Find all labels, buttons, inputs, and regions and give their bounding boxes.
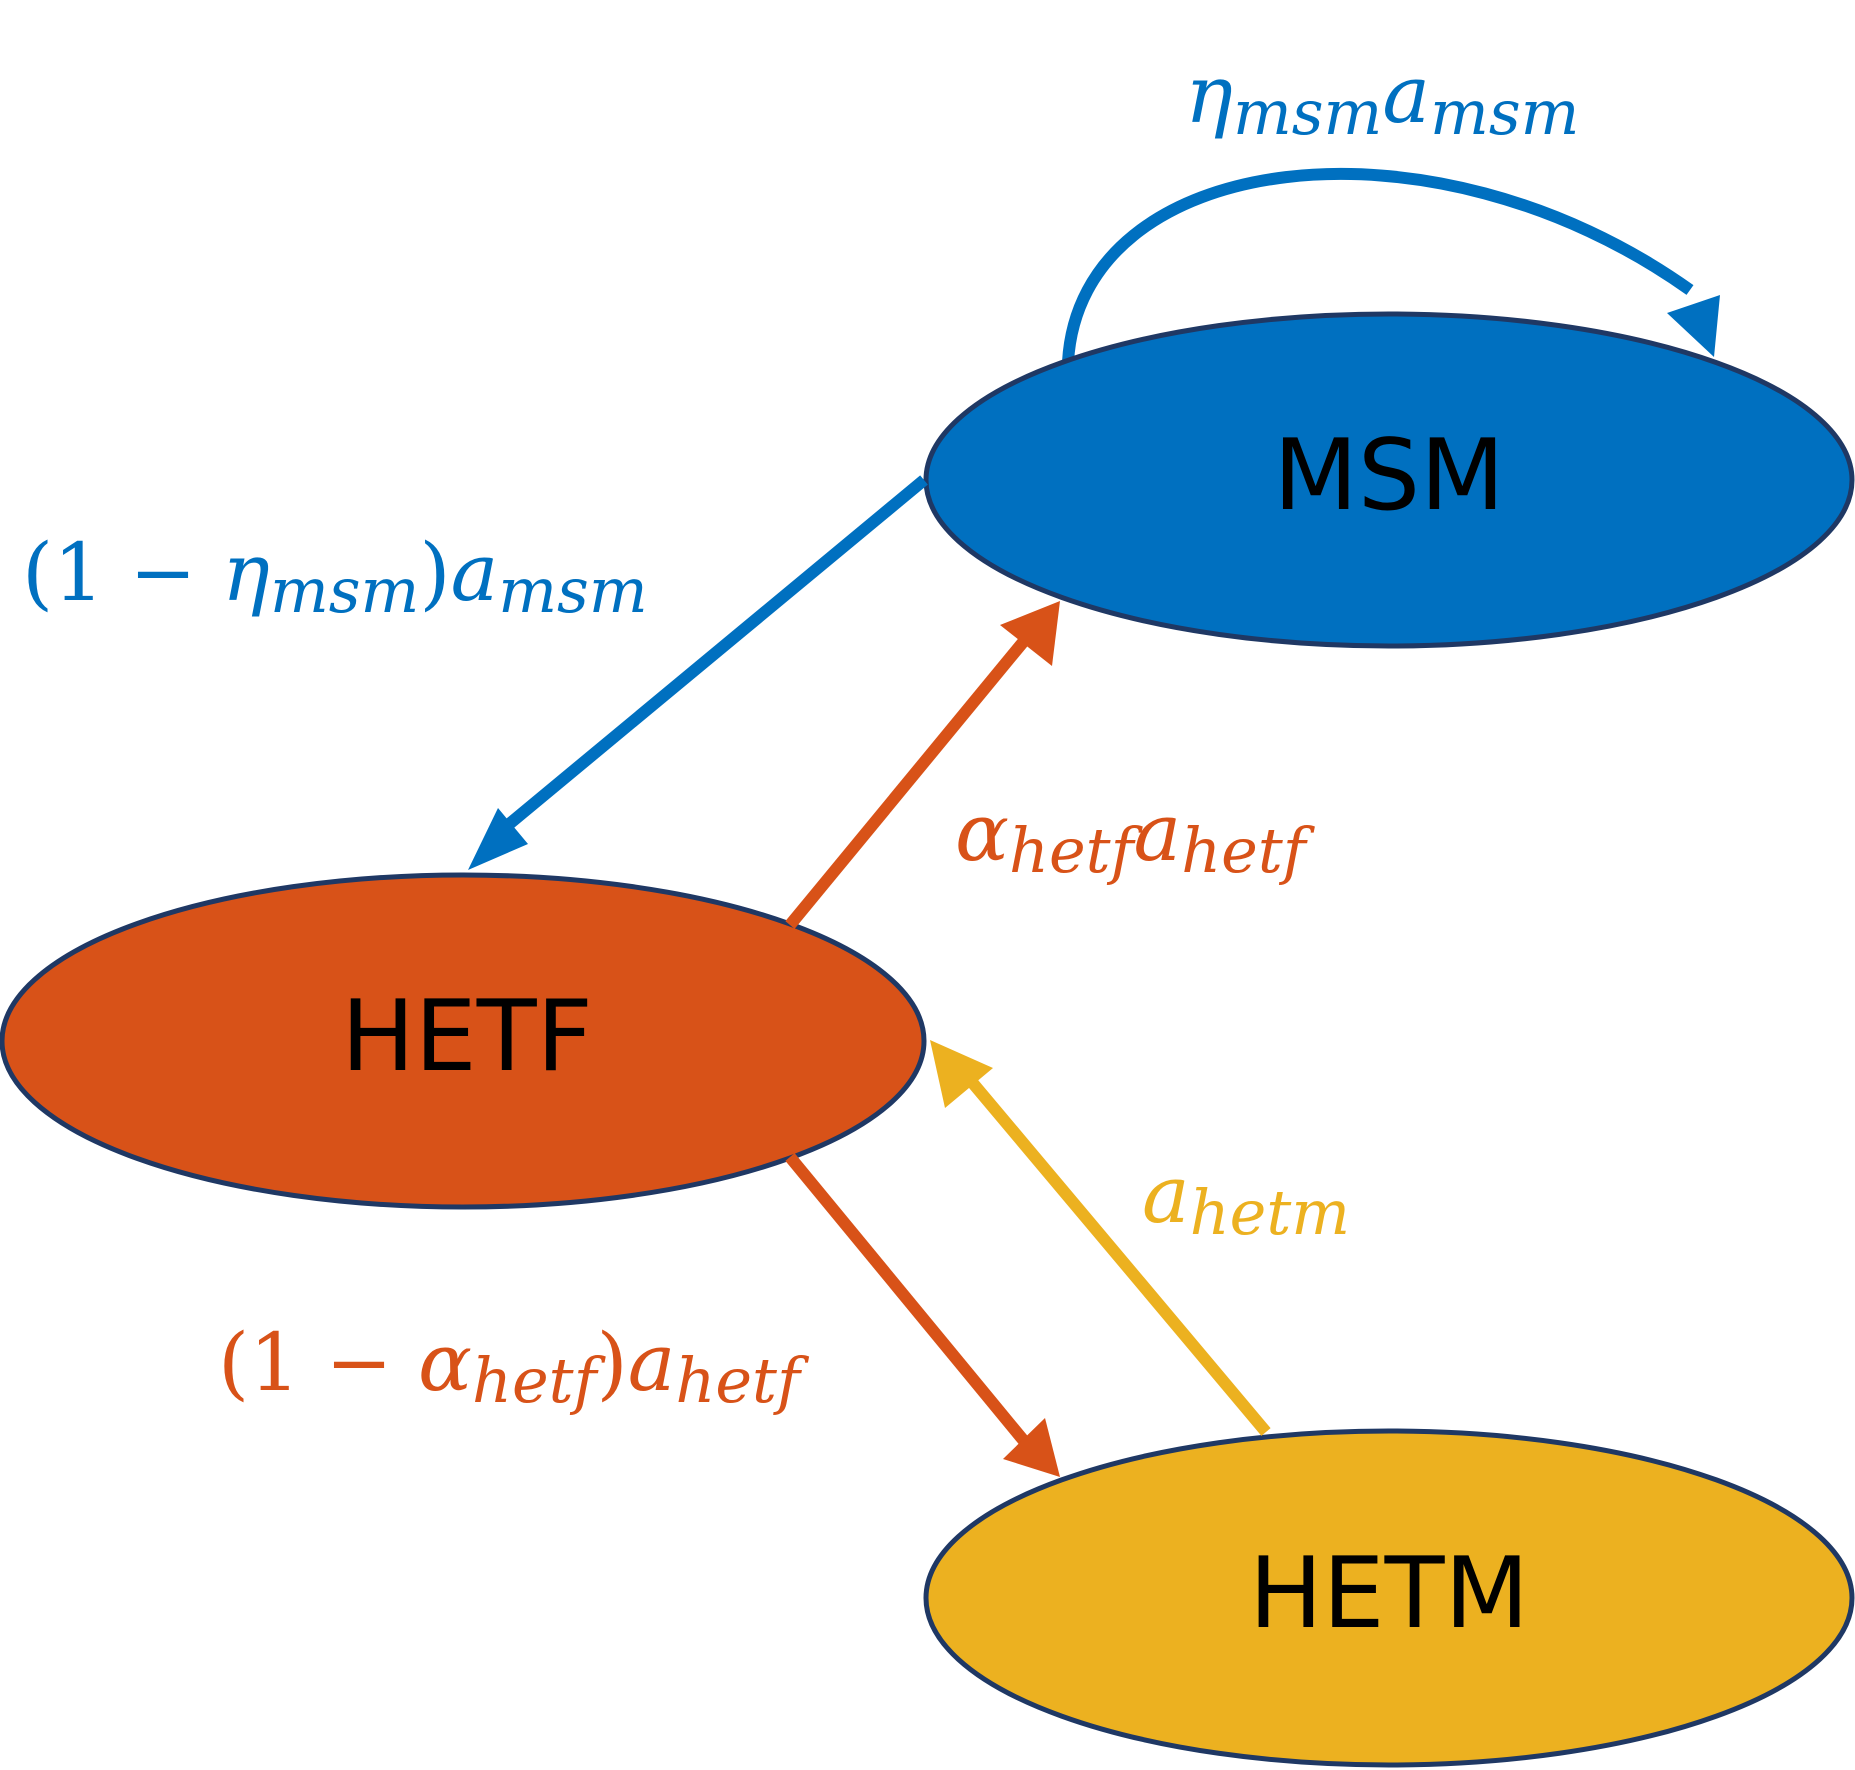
msm-to-hetf-arrowhead <box>468 808 528 870</box>
hetm-ellipse <box>923 1428 1855 1768</box>
edge-hetf-to-msm <box>785 601 1060 929</box>
hetf-to-msm-shaft <box>785 637 1029 929</box>
label-msm-to-hetf: (1 − ηmsm)amsm <box>22 526 648 627</box>
hetm-to-hetf-shaft <box>961 1071 1271 1436</box>
edge-msm-self-loop <box>1062 167 1720 363</box>
label-msm-self-loop: ηmsmamsm <box>1185 48 1579 149</box>
hetf-ellipse <box>0 872 927 1210</box>
hetf-label: HETF <box>341 980 593 1094</box>
node-msm: MSM <box>923 311 1855 649</box>
hetm-label: HETM <box>1249 1537 1529 1651</box>
label-hetf-to-hetm: (1 − αhetf)ahetf <box>218 1316 810 1417</box>
hetf-to-hetm-shaft <box>785 1153 1029 1445</box>
msm-self-loop-arc <box>1062 167 1694 363</box>
edge-msm-to-hetf <box>468 475 928 870</box>
hetm-to-hetf-arrowhead <box>930 1040 993 1108</box>
label-hetm-to-hetf: ahetm <box>1142 1148 1350 1249</box>
msm-label: MSM <box>1273 419 1504 533</box>
msm-to-hetf-shaft <box>492 475 928 840</box>
node-hetf: HETF <box>0 872 927 1210</box>
edge-hetf-to-hetm <box>785 1153 1060 1477</box>
label-hetf-to-msm: αhetfahetf <box>955 786 1316 887</box>
edge-hetm-to-hetf <box>930 1040 1271 1436</box>
msm-self-loop-arrowhead <box>1667 295 1720 357</box>
hetf-to-msm-arrowhead <box>1000 601 1060 666</box>
hetf-to-hetm-arrowhead <box>1003 1418 1060 1477</box>
node-hetm: HETM <box>923 1428 1855 1768</box>
msm-ellipse <box>923 311 1855 649</box>
